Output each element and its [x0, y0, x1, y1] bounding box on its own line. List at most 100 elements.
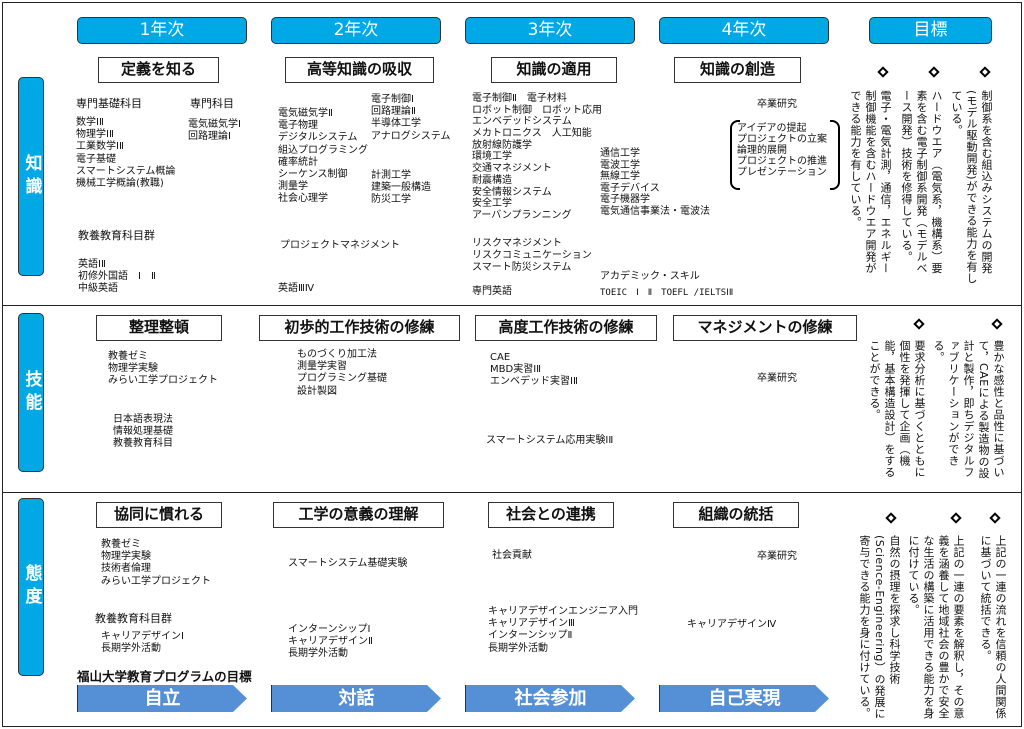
course: キャリアデザインⅡ [288, 636, 373, 648]
course: 放射線防護学 [472, 139, 532, 151]
course: 測量学 [278, 181, 308, 193]
stage-header: 組織の統括 [673, 502, 799, 528]
course: 耐震構造 [472, 174, 512, 186]
course: 回路理論Ⅰ [188, 131, 231, 143]
year-3-header: 3年次 [465, 17, 635, 44]
course: 電波工学 [600, 159, 640, 171]
goal-text: 自然の摂理を探求し科学技術(Science-Engineering）の発展に寄与… [858, 535, 901, 720]
stage-header: 初歩的工作技術の修練 [259, 315, 460, 341]
course: リスクコミュニケーション [472, 250, 592, 262]
course: スマートシステム基礎実験 [288, 558, 408, 569]
course: 半導体工学 [371, 118, 421, 130]
arrow-self-realization: 自己実現 [659, 685, 829, 712]
year-2-header: 2年次 [271, 17, 441, 44]
course: 回路理論Ⅱ [371, 106, 416, 118]
course: シーケンス制御 [278, 168, 348, 180]
goal-text: 制御系を含む組込みシステムの開発(モデル駆動開発)ができる能力を有している。 [950, 90, 993, 284]
course: キャリアデザインⅣ [687, 619, 777, 630]
left-bracket [730, 120, 740, 190]
goal-text: ハードウエア（電気系，機構系）要素を含む電子制御系開発（モデルベース開発）技術を… [900, 90, 943, 274]
course: キャリアデザインⅠ [101, 631, 184, 642]
course: 卒業研究 [757, 551, 797, 562]
stage-header: 協同に慣れる [96, 502, 222, 528]
course: メカトロニクス 人工知能 [472, 128, 592, 140]
course: 物理学ⅠⅡ [76, 129, 114, 141]
course: ロボット制御 ロボット応用 [472, 104, 602, 116]
stage-header: 知識の創造 [674, 57, 801, 83]
arrow-social-participation: 社会参加 [465, 685, 635, 712]
stage-header: マネジメントの修練 [673, 315, 857, 341]
course: 安全工学 [472, 198, 512, 210]
skill-item: プレゼンテーション [737, 167, 827, 178]
course-list: 電子制御Ⅱ 電子材料ロボット制御 ロボット応用エンベデッドシステムメカトロニクス… [472, 93, 602, 222]
skill-item: プロジェクトの立案 [737, 134, 827, 145]
stage-header: 高等知識の吸収 [285, 57, 434, 83]
course-list: 計測工学建築一般構造防災工学 [371, 170, 431, 207]
program-goal-title: 福山大学教育プログラムの目標 [77, 669, 252, 684]
divider [3, 492, 1021, 493]
course: インターンシップⅡ [488, 630, 573, 642]
course: エンベデッド実習ⅠⅡ [490, 376, 578, 388]
stage-header: 知識の適用 [491, 57, 617, 83]
category-title: 教養教育科目群 [78, 229, 155, 242]
course: アーバンプランニング [472, 209, 572, 221]
course: プロジェクトマネジメント [280, 240, 400, 251]
course: 英語ⅢⅣ [278, 283, 315, 294]
course: プログラミング基礎 [297, 373, 387, 385]
course: 環境工学 [472, 151, 512, 163]
goal-text: 上記の一連の要素を解釈し，その意義を涵養して地域社会の豊かで安全な生活の構築に活… [907, 535, 965, 719]
course: 工業数学ⅠⅡ [76, 141, 124, 153]
course: 数学ⅠⅡ [76, 117, 104, 128]
course: 中級英語 [78, 283, 118, 295]
course: アナログシステム [371, 130, 451, 142]
course: 電気磁気学Ⅰ [188, 119, 241, 130]
arrow-independence: 自立 [77, 685, 247, 712]
goal-text: 豊かな感性と品性に基づいて，CAEによる製造物の設計と製作，即ちデジタルファブリ… [932, 340, 1005, 479]
course: 物理学実験 [108, 363, 158, 375]
year-1-header: 1年次 [77, 17, 247, 44]
course: 電子制御Ⅱ 電子材料 [472, 93, 567, 104]
goal-text: 要求分析に基づくとともに個性を発揮して企画（機能，基本構造設計）をすることができ… [868, 340, 926, 478]
course: アカデミック・スキル [600, 271, 700, 282]
course: 電気通信事業法・電波法 [600, 205, 710, 217]
course: スマート防災システム [472, 262, 572, 274]
course: 電子制御Ⅰ [371, 94, 414, 105]
category-title: 教養教育科目群 [95, 612, 172, 625]
right-bracket [830, 120, 840, 190]
knowledge-label: 知識 [18, 77, 44, 276]
course: スマートシステム概論 [76, 165, 176, 177]
goal-header: 目標 [869, 17, 992, 44]
category-title: 専門基礎科目 [76, 97, 142, 110]
course: 建築一般構造 [371, 182, 431, 194]
course: TOEIC Ⅰ Ⅱ TOEFL /IELTSⅠⅡ [600, 288, 734, 298]
course: 長期学外活動 [488, 642, 548, 654]
course: キャリアデザインⅢ [488, 618, 575, 630]
stage-header: 社会との連携 [488, 502, 614, 528]
course: 通信工学 [600, 148, 640, 159]
course: スマートシステム応用実験ⅠⅡ [486, 435, 614, 446]
year-4-header: 4年次 [659, 17, 829, 44]
course: デジタルシステム [278, 132, 358, 144]
stage-header: 定義を知る [98, 57, 219, 83]
course: 物理学実験 [101, 551, 151, 563]
course: みらい工学プロジェクト [108, 375, 218, 387]
course: 電子物理 [278, 120, 318, 132]
skill-item: アイデアの提起 [737, 123, 807, 134]
course: 初修外国語 Ⅰ Ⅱ [78, 271, 156, 283]
course-list: 日本語表現法情報処理基礎教養教育科目 [113, 414, 173, 451]
course-list: リスクマネジメントリスクコミュニケーションスマート防災システム [472, 238, 592, 275]
course: 電子基礎 [76, 153, 116, 165]
course: 交通マネジメント [472, 163, 552, 175]
course: 英語ⅠⅡ [78, 259, 106, 270]
course: ものづくり加工法 [297, 349, 377, 360]
course: キャリアデザインエンジニア入門 [488, 606, 638, 617]
course: 専門英語 [472, 286, 512, 297]
